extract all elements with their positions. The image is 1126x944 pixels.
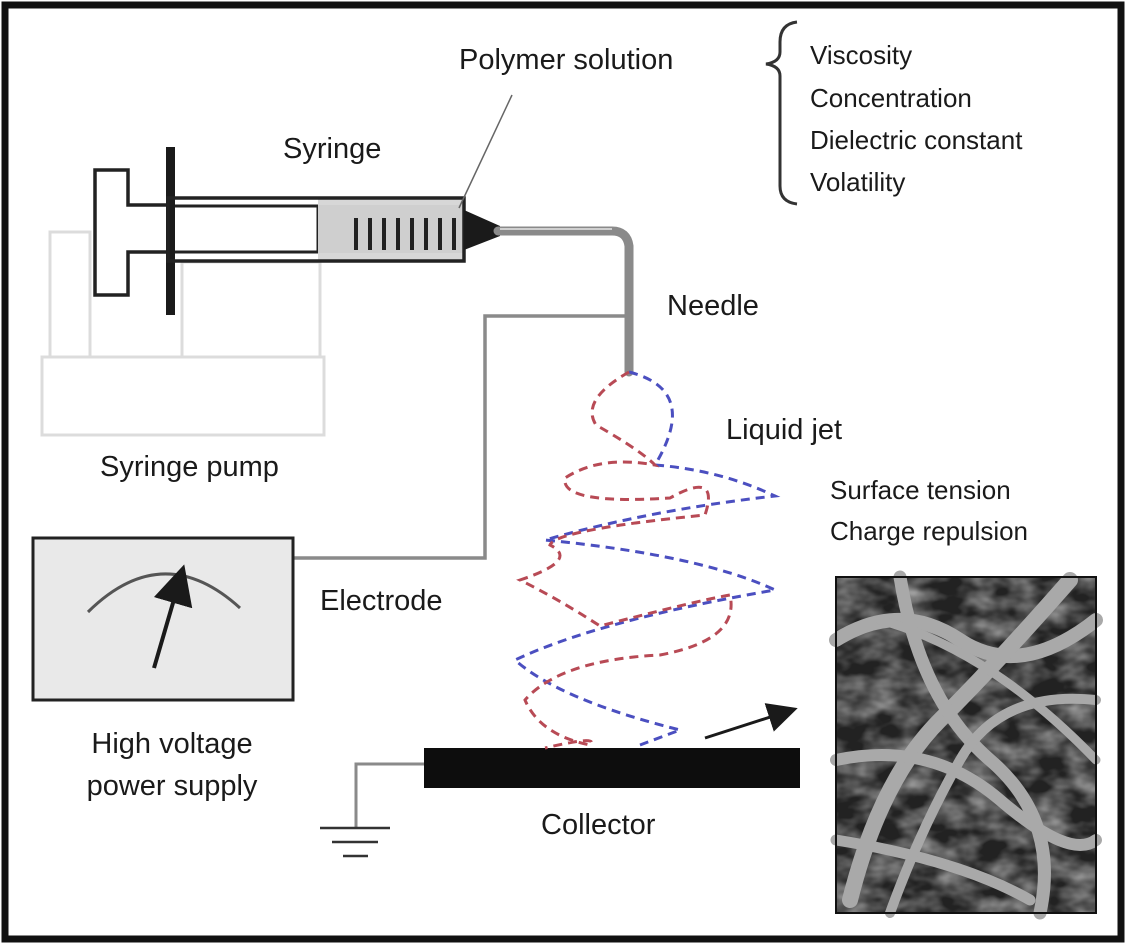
syringe-plunger (93, 147, 320, 315)
liquid-jet (512, 370, 781, 750)
property-dielectric-constant: Dielectric constant (810, 125, 1023, 155)
ground-icon (320, 762, 424, 858)
fiber-micrograph (829, 570, 1103, 920)
syringe-barrel (166, 196, 500, 263)
label-syringe: Syringe (283, 133, 382, 165)
needle (493, 226, 634, 377)
force-surface-tension: Surface tension (830, 475, 1011, 505)
label-high-voltage: High voltage (91, 728, 253, 760)
force-charge-repulsion: Charge repulsion (830, 516, 1029, 546)
label-power-supply: power supply (86, 770, 258, 802)
label-needle: Needle (667, 290, 759, 322)
property-volatility: Volatility (810, 167, 906, 197)
electrode-wire (294, 314, 629, 560)
arrow-icon (704, 703, 798, 740)
label-liquid-jet: Liquid jet (726, 414, 843, 446)
property-viscosity: Viscosity (810, 40, 913, 70)
label-collector: Collector (541, 809, 656, 841)
properties-brace (765, 20, 798, 206)
collector-plate (424, 748, 800, 788)
label-electrode: Electrode (320, 585, 443, 617)
polymer-leader-line (458, 94, 513, 209)
property-concentration: Concentration (810, 83, 972, 113)
label-syringe-pump: Syringe pump (100, 451, 279, 483)
voltmeter-needle-icon (152, 564, 193, 669)
label-polymer-solution: Polymer solution (459, 44, 674, 76)
power-supply (31, 536, 295, 702)
